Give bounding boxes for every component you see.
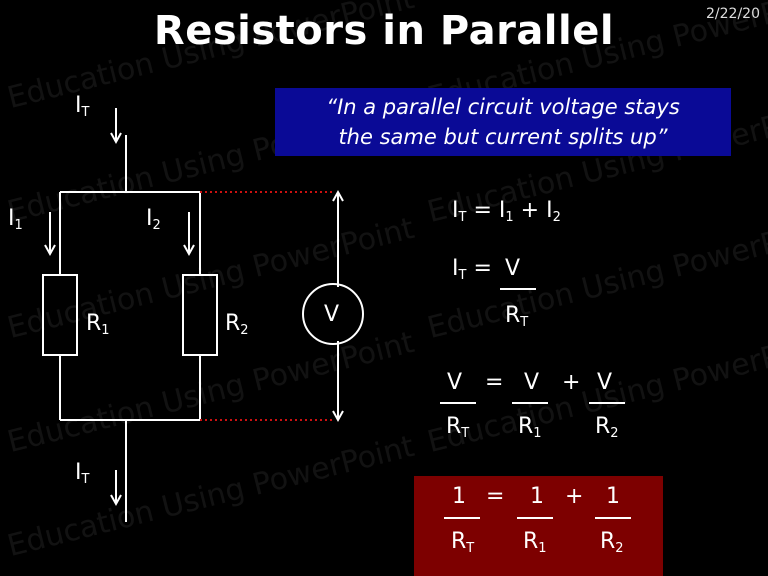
eq3-plus: + bbox=[562, 370, 581, 395]
arrowhead-it-top bbox=[110, 132, 122, 145]
equation-current-sum: IT = I1 + I2 bbox=[452, 198, 561, 225]
fraction-bar bbox=[517, 517, 553, 519]
fraction-bar bbox=[512, 402, 548, 404]
fraction-bar bbox=[589, 402, 625, 404]
eq4-plus: + bbox=[565, 484, 584, 509]
result-box bbox=[414, 476, 663, 576]
eq3-numerator-2: V bbox=[597, 370, 613, 395]
arrowhead-volt-down bbox=[332, 410, 344, 423]
resistor-r1 bbox=[42, 274, 78, 356]
arrowhead-i2 bbox=[183, 244, 195, 257]
slide-title: Resistors in Parallel bbox=[153, 8, 615, 54]
resistor-r2 bbox=[182, 274, 218, 356]
arrowhead-it-bottom bbox=[110, 494, 122, 507]
eq4-denominator-1: R1 bbox=[523, 529, 547, 556]
label-r1: R1 bbox=[86, 311, 110, 338]
slide-date: 2/22/20 bbox=[706, 6, 760, 22]
label-voltmeter: V bbox=[324, 302, 340, 327]
eq4-equals: = bbox=[486, 484, 505, 509]
fraction-bar bbox=[444, 517, 480, 519]
eq3-numerator-1: V bbox=[524, 370, 540, 395]
eq4-denominator-0: RT bbox=[451, 529, 475, 556]
quote-box: “In a parallel circuit voltage stays the… bbox=[275, 88, 731, 156]
label-r2: R2 bbox=[225, 311, 249, 338]
eq3-denominator-0: RT bbox=[446, 414, 470, 441]
eq4-denominator-2: R2 bbox=[600, 529, 624, 556]
equation-ohm-denominator: RT bbox=[505, 303, 529, 330]
equation-ohm-numerator: V bbox=[505, 256, 521, 281]
label-i1: I1 bbox=[8, 206, 23, 233]
eq3-denominator-2: R2 bbox=[595, 414, 619, 441]
voltmeter bbox=[302, 283, 364, 345]
label-i2: I2 bbox=[146, 206, 161, 233]
fraction-bar bbox=[500, 288, 536, 290]
label-it-bottom: IT bbox=[75, 460, 90, 487]
quote-line-1: “In a parallel circuit voltage stays bbox=[326, 95, 680, 119]
fraction-bar bbox=[440, 402, 476, 404]
eq3-denominator-1: R1 bbox=[518, 414, 542, 441]
equation-ohm-lhs: IT = bbox=[452, 256, 492, 283]
label-it-top: IT bbox=[75, 93, 90, 120]
eq4-numerator-2: 1 bbox=[606, 484, 620, 509]
arrowhead-i1 bbox=[44, 244, 56, 257]
eq3-equals: = bbox=[485, 370, 504, 395]
fraction-bar bbox=[595, 517, 631, 519]
eq4-numerator-1: 1 bbox=[530, 484, 544, 509]
arrowhead-volt-up bbox=[332, 189, 344, 202]
eq4-numerator-0: 1 bbox=[452, 484, 466, 509]
quote-line-2: the same but current splits up” bbox=[338, 125, 668, 149]
eq3-numerator-0: V bbox=[447, 370, 463, 395]
